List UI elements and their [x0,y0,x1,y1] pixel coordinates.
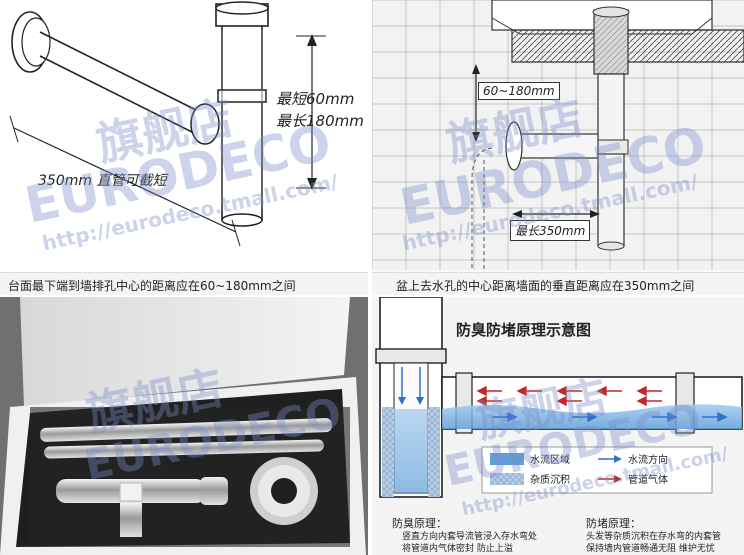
label-max-350: 最长350mm [510,220,591,241]
caption-top-left: 台面最下端到墙排孔中心的距离应在60~180mm之间 [0,272,368,295]
product-box-image [0,297,368,555]
panel-product-photo [0,297,368,555]
trap-drawing-top-left [9,1,326,247]
clog-principle-line1: 头发等杂质沉积在存水弯的内套管 [586,532,722,542]
legend-water-area: 水流区域 [530,455,570,466]
panel-top-left: 最短60mm 最长180mm 350mm 直管可截短 台面最下端到墙排孔中心的距… [0,0,368,295]
odor-principle-line2: 将管道内气体密封 防止上溢 [402,544,513,554]
caption-top-right-text: 盆上去水孔的中心距离墙面的垂直距离应在350mm之间 [396,279,695,293]
legend-water-direction: 水流方向 [628,455,668,466]
label-min-height: 最短60mm [276,90,355,108]
clog-principle-title: 防堵原理： [586,517,641,530]
clog-principle-line2: 保持墙内管道畅通无阻 维护无忧 [586,544,715,554]
principle-diagram [375,297,743,498]
panel-top-right: 60~180mm 最长350mm 盆上去水孔的中心距离墙面的垂直距离应在350m… [372,0,744,295]
legend-pipe-gas: 管道气体 [628,475,668,486]
diagram-title: 防臭防堵原理示意图 [456,321,592,339]
panel-principle-diagram: 防臭防堵原理示意图 水流区域 杂质沉积 水流方向 管道气体 防臭原理： 竖直方向… [372,297,744,555]
caption-top-left-text: 台面最下端到墙排孔中心的距离应在60~180mm之间 [8,279,296,293]
label-range: 60~180mm [478,82,560,100]
legend-sediment: 杂质沉积 [530,475,570,486]
odor-principle-title: 防臭原理： [392,517,447,530]
label-pipe-length: 350mm 直管可截短 [38,173,167,189]
label-max-height: 最长180mm [276,112,364,130]
caption-top-right: 盆上去水孔的中心距离墙面的垂直距离应在350mm之间 [372,272,744,295]
odor-principle-line1: 竖直方向内套导流管浸入存水弯处 [402,532,538,542]
